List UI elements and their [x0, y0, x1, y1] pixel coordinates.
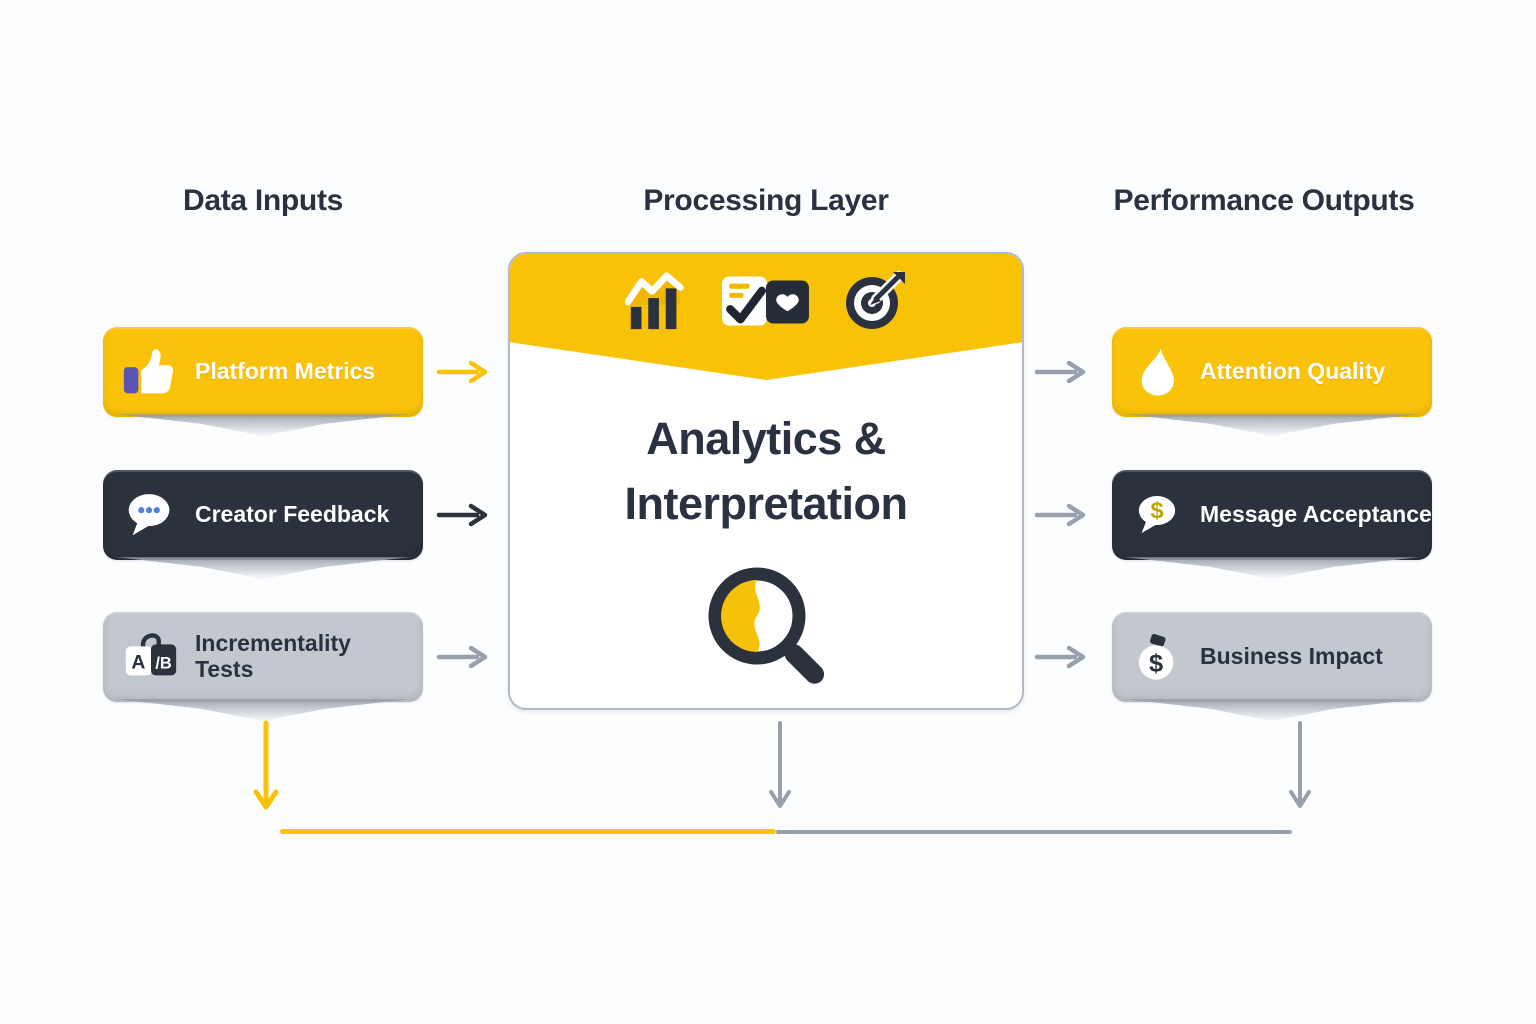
- thumbs-up-icon: [119, 341, 181, 403]
- card-header-band: [510, 254, 1022, 380]
- node-shadow: [1124, 699, 1420, 721]
- node-label: Message Acceptance: [1200, 501, 1432, 528]
- input-node-creator-feedback: Creator Feedback: [103, 470, 423, 560]
- arrow-card-to-attention-quality: [1034, 360, 1086, 384]
- ab-test-icon: A /B: [119, 626, 181, 688]
- node-label: Creator Feedback: [195, 501, 390, 528]
- arrow-card-to-message-acceptance: [1034, 503, 1086, 527]
- input-node-platform-metrics: Platform Metrics: [103, 327, 423, 417]
- arrow-card-to-business-impact: [1034, 645, 1086, 669]
- target-dart-icon: [843, 270, 907, 337]
- dollar-symbol: $: [1149, 650, 1163, 678]
- input-node-incrementality-tests: A /B Incrementality Tests: [103, 612, 423, 702]
- bottom-line-gray-segment: [776, 830, 1292, 834]
- node-shadow: [115, 699, 411, 721]
- node-shadow: [1124, 414, 1420, 436]
- node-shadow: [1124, 557, 1420, 579]
- output-node-message-acceptance: $ Message Acceptance: [1112, 470, 1432, 560]
- arrow-platform-metrics-to-card: [436, 360, 488, 384]
- checklist-heart-icon: [721, 270, 811, 337]
- column-title-processing-layer: Processing Layer: [643, 184, 889, 217]
- ab-icon-letter-a: A: [131, 652, 145, 674]
- water-drop-icon: [1128, 343, 1186, 401]
- down-arrow-inputs: [253, 720, 279, 810]
- down-arrow-processing: [769, 721, 791, 808]
- column-title-performance-outputs: Performance Outputs: [1113, 184, 1415, 217]
- down-arrow-outputs: [1289, 721, 1311, 808]
- output-node-attention-quality: Attention Quality: [1112, 327, 1432, 417]
- magnifier-icon: [695, 554, 845, 708]
- dollar-chat-icon: $: [1128, 486, 1186, 544]
- dollar-symbol: $: [1150, 498, 1163, 524]
- node-label: Incrementality Tests: [195, 630, 351, 682]
- node-shadow: [115, 414, 411, 436]
- bottom-line-yellow-segment: [280, 829, 776, 834]
- output-node-business-impact: $ Business Impact: [1112, 612, 1432, 702]
- node-shadow: [115, 557, 411, 579]
- node-label: Attention Quality: [1200, 358, 1386, 385]
- bar-chart-icon: [624, 270, 689, 337]
- card-title: Analytics & Interpretation: [624, 413, 908, 530]
- node-label: Platform Metrics: [195, 358, 376, 385]
- column-title-data-inputs: Data Inputs: [182, 184, 344, 217]
- processing-card: Analytics & Interpretation: [508, 252, 1024, 710]
- arrow-incrementality-to-card: [436, 645, 488, 669]
- chat-bubble-icon: [119, 484, 181, 546]
- money-bag-icon: $: [1128, 628, 1186, 686]
- ab-icon-letter-b: /B: [155, 655, 172, 673]
- node-label: Business Impact: [1200, 643, 1383, 670]
- arrow-creator-feedback-to-card: [436, 503, 488, 527]
